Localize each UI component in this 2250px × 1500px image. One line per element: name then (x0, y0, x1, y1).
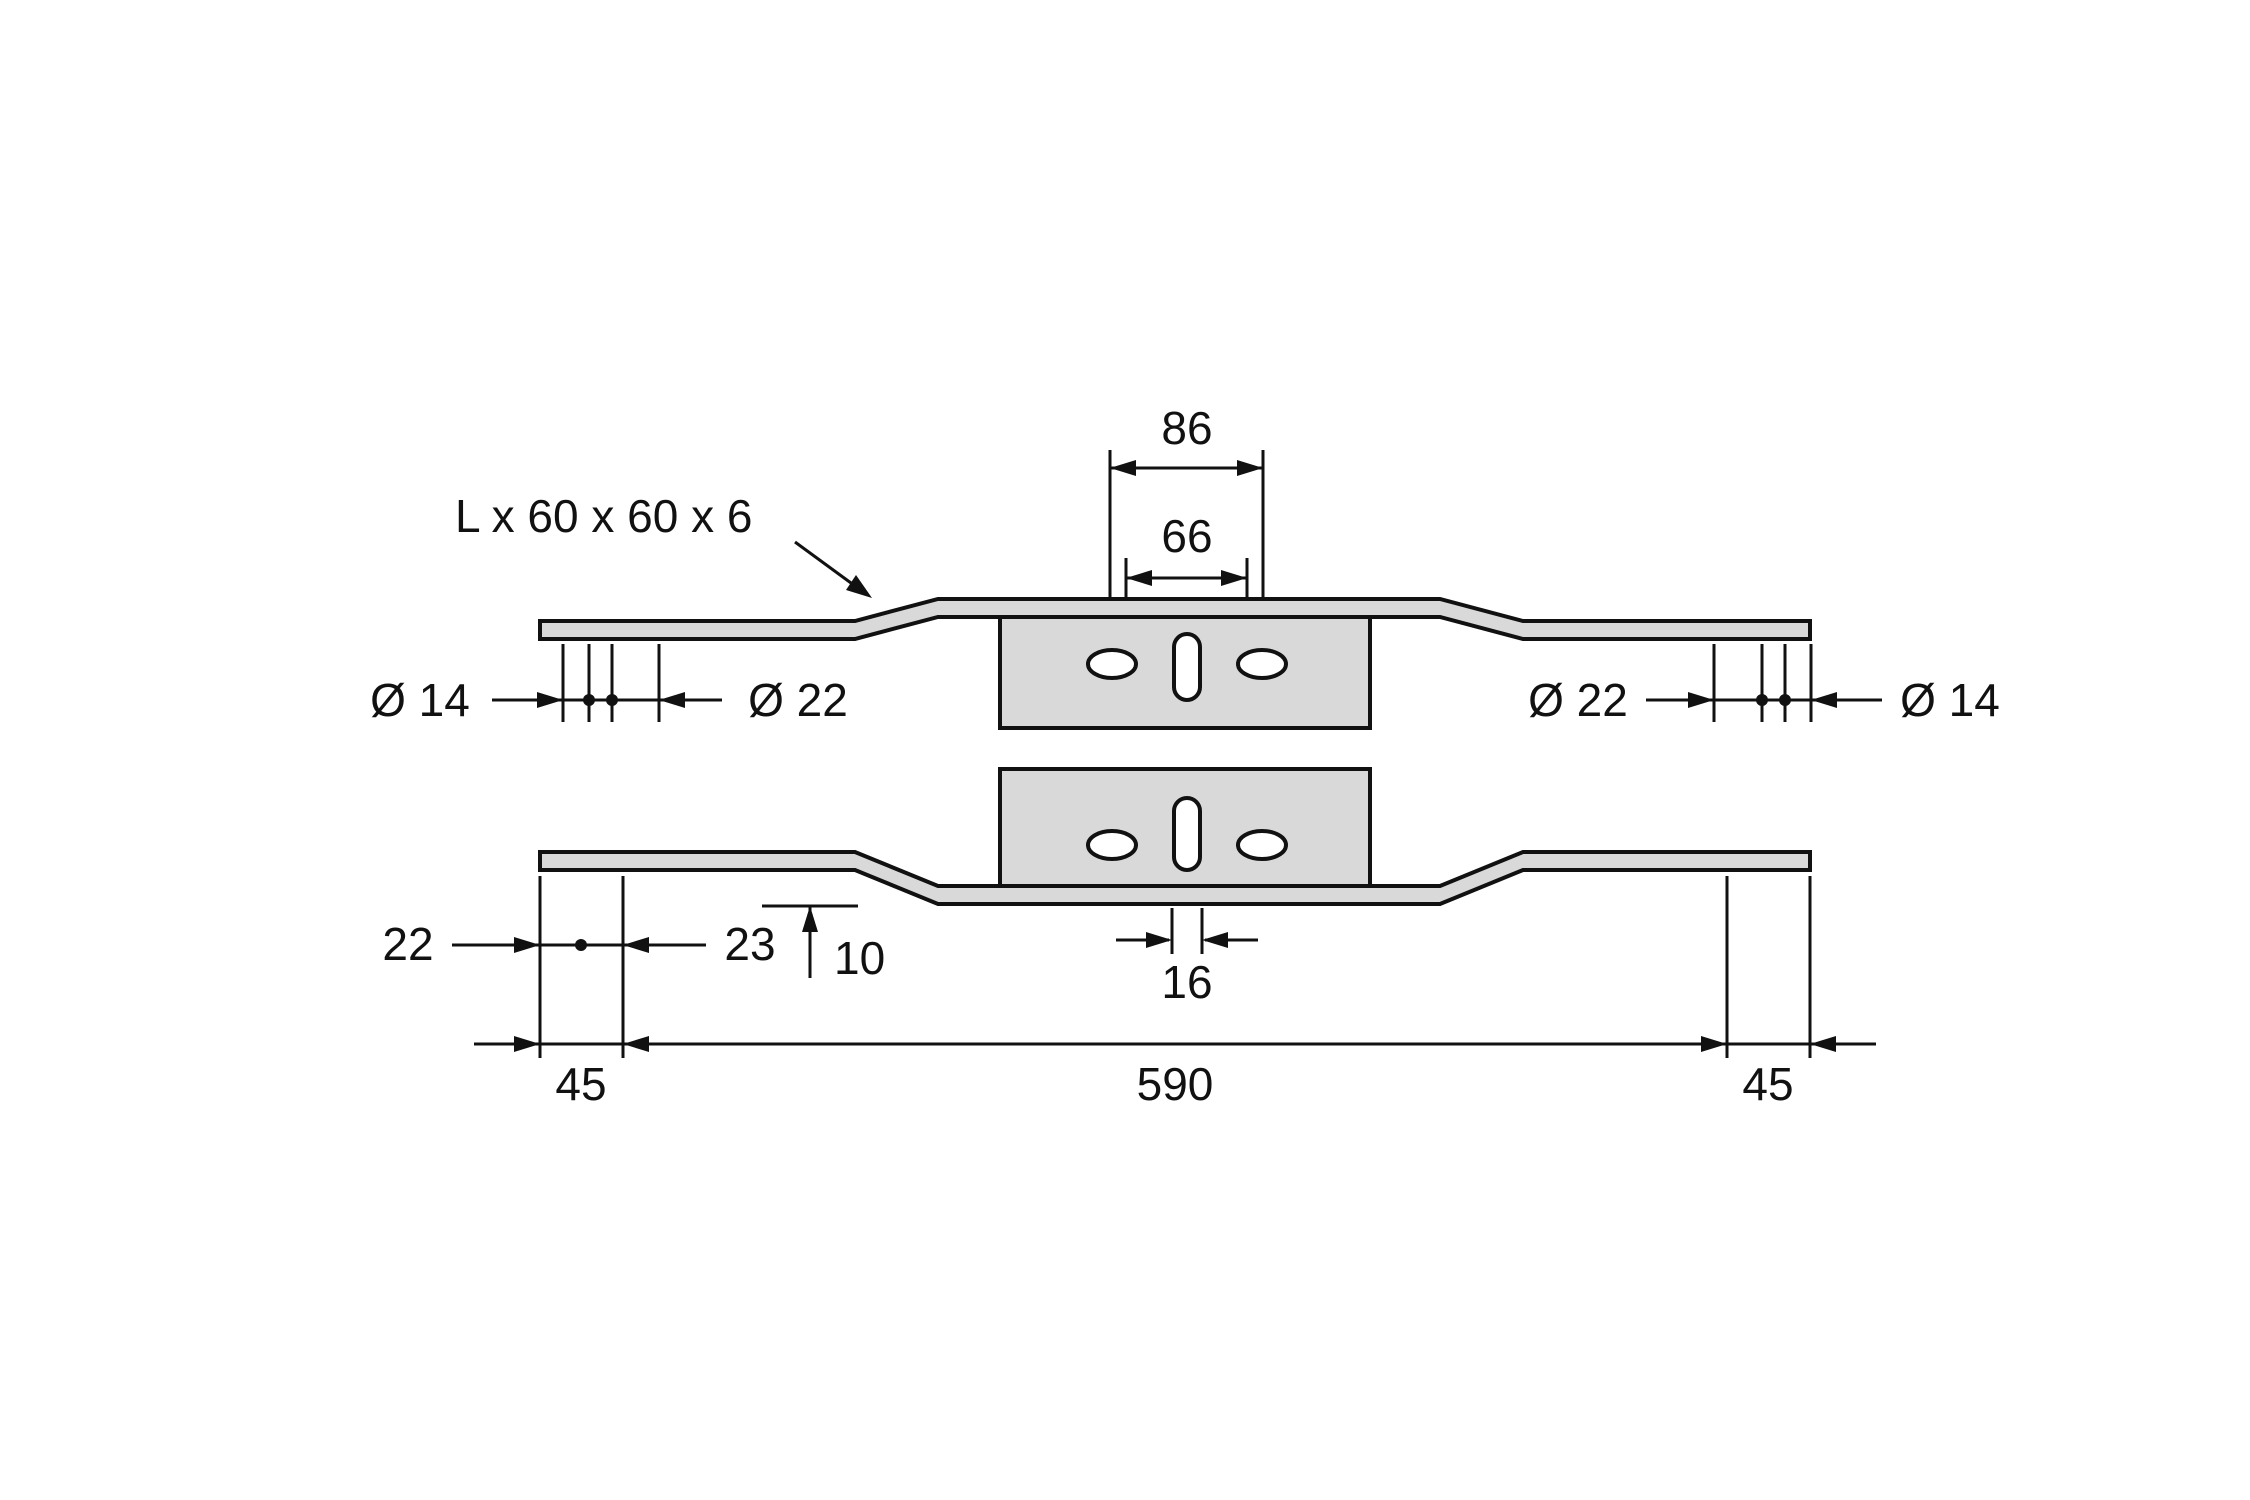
profile-callout: L x 60 x 60 x 6 (455, 490, 872, 598)
dim-label-dia14-right: Ø 14 (1900, 674, 2000, 726)
arrow-left-icon (1811, 692, 1837, 708)
arrow-right-icon (1146, 932, 1172, 948)
dimension-dot (583, 694, 595, 706)
plate-hole-left-top (1086, 648, 1138, 680)
angle-bar-top (538, 597, 1812, 641)
dim-label-16: 16 (1161, 956, 1212, 1008)
dimension-dot (1779, 694, 1791, 706)
arrow-left-icon (659, 692, 685, 708)
dim-label-10: 10 (834, 932, 885, 984)
dim-label-dia14-left: Ø 14 (370, 674, 470, 726)
arrow-up-icon (802, 906, 818, 932)
arrow-right-icon (514, 1036, 540, 1052)
leader-line (794, 540, 852, 585)
dim-label-590: 590 (1137, 1058, 1214, 1110)
arrow-right-icon (1701, 1036, 1727, 1052)
dimension-overall-length: 45 590 45 (474, 876, 1876, 1110)
dimension-66: 66 (1124, 510, 1249, 599)
arrow-right-icon (1237, 460, 1263, 476)
plate-hole-right-side (1236, 829, 1288, 861)
arrow-right-icon (1688, 692, 1714, 708)
dimension-dot (1756, 694, 1768, 706)
arrow-right-icon (1221, 570, 1247, 586)
dim-label-dia22-left: Ø 22 (748, 674, 848, 726)
dimension-86: 86 (1108, 402, 1265, 599)
plate-slot-side (1172, 796, 1202, 872)
dim-label-22: 22 (382, 918, 433, 970)
profile-label: L x 60 x 60 x 6 (455, 490, 752, 542)
side-view: 16 22 23 10 45 (382, 767, 1876, 1110)
dim-label-45-right: 45 (1742, 1058, 1793, 1110)
arrow-left-icon (1110, 460, 1136, 476)
dimension-10: 10 (762, 904, 885, 984)
arrow-right-icon (514, 937, 540, 953)
dim-label-45-left: 45 (555, 1058, 606, 1110)
dimension-16: 16 (1116, 908, 1258, 1008)
arrow-left-icon (623, 1036, 649, 1052)
top-view: 86 66 Ø 14 Ø 22 (370, 402, 2000, 730)
dimension-dot (575, 939, 587, 951)
dimension-diameters-right: Ø 22 Ø 14 (1528, 644, 2000, 726)
angle-bar-side (538, 850, 1812, 906)
leader-arrow-icon (846, 575, 872, 598)
dim-label-86: 86 (1161, 402, 1212, 454)
dim-label-66: 66 (1161, 510, 1212, 562)
arrow-left-icon (623, 937, 649, 953)
dimension-22-23: 22 23 (382, 876, 776, 1058)
plate-slot-top (1172, 632, 1202, 702)
dimension-dot (606, 694, 618, 706)
dimension-diameters-left: Ø 14 Ø 22 (370, 644, 848, 726)
arrow-left-icon (1126, 570, 1152, 586)
arrow-left-icon (1202, 932, 1228, 948)
plate-hole-right-top (1236, 648, 1288, 680)
dim-label-dia22-right: Ø 22 (1528, 674, 1628, 726)
plate-hole-left-side (1086, 829, 1138, 861)
arrow-left-icon (1810, 1036, 1836, 1052)
arrow-right-icon (537, 692, 563, 708)
dim-label-23: 23 (724, 918, 775, 970)
